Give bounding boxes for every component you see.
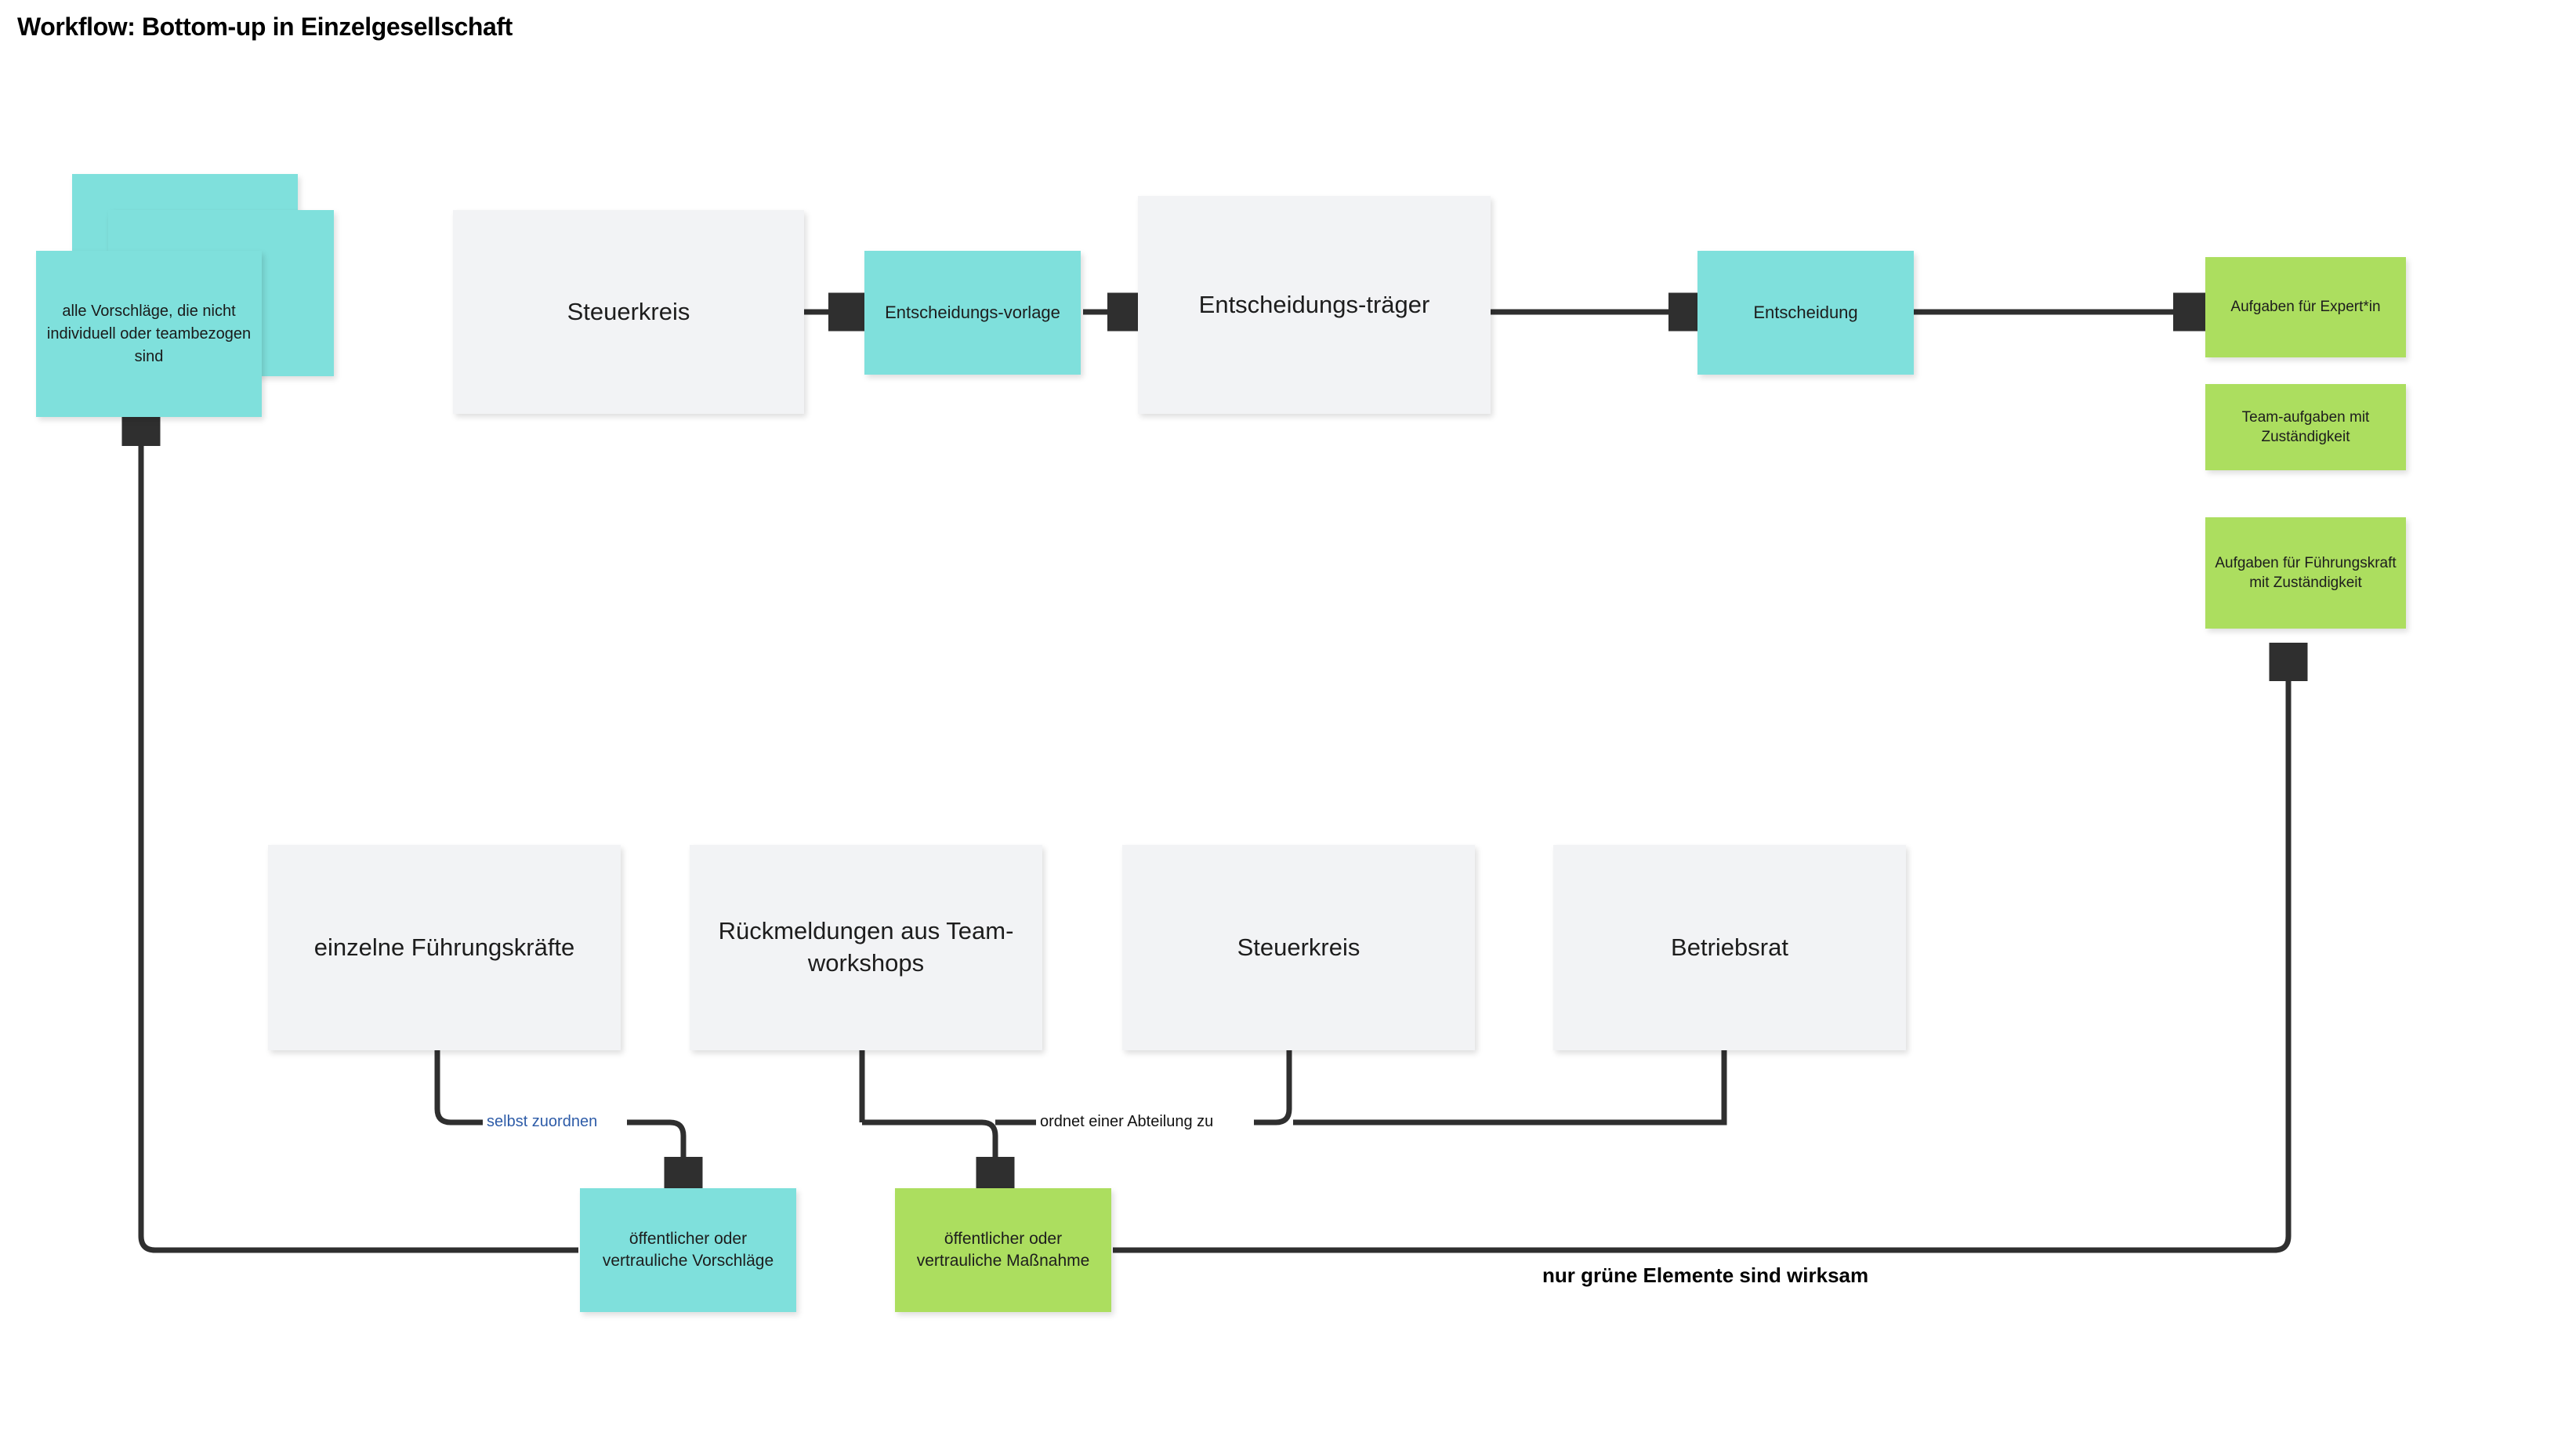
node-massnahme[interactable]: öffentlicher oder vertrauliche Maßnahme [895, 1188, 1111, 1312]
node-steuerkreis-bottom[interactable]: Steuerkreis [1122, 845, 1475, 1050]
node-entscheidungstraeger-label: Entscheidungs-träger [1198, 290, 1430, 318]
node-steuerkreis-bottom-label: Steuerkreis [1237, 933, 1360, 961]
node-entscheidung-label: Entscheidung [1753, 303, 1858, 323]
wire-bus-mid [862, 1119, 995, 1187]
node-einzelne-fuehrungskraefte-label: einzelne Führungskräfte [313, 933, 575, 961]
node-aufgaben-expertin[interactable]: Aufgaben für Expert*in [2205, 257, 2406, 357]
node-steuerkreis-top[interactable]: Steuerkreis [453, 210, 804, 414]
proposal-stack-card-front[interactable]: alle Vorschläge, die nicht individuell o… [36, 251, 262, 417]
node-rueckmeldungen-teamworkshops[interactable]: Rückmeldungen aus Team-workshops [690, 845, 1042, 1050]
node-betriebsrat-label: Betriebsrat [1671, 933, 1788, 961]
node-vorschlaege[interactable]: öffentlicher oder vertrauliche Vorschläg… [580, 1188, 796, 1312]
wire-bus-left-after-label [627, 1119, 683, 1187]
footnote-legend: nur grüne Elemente sind wirksam [1542, 1263, 1869, 1287]
edge-label-selbst-zuordnen: selbst zuordnen [483, 1114, 602, 1129]
page-title: Workflow: Bottom-up in Einzelgesellschaf… [17, 13, 513, 41]
node-rueckmeldungen-teamworkshops-label: Rückmeldungen aus Team-workshops [718, 917, 1014, 977]
edge-label-ordnet-einer-abteilung-zu: ordnet einer Abteilung zu [1036, 1114, 1218, 1129]
node-entscheidungsvorlage[interactable]: Entscheidungs-vorlage [864, 251, 1081, 375]
node-entscheidungsvorlage-label: Entscheidungs-vorlage [885, 303, 1060, 323]
node-massnahme-label: öffentlicher oder vertrauliche Maßnahme [916, 1230, 1090, 1270]
wire-einzelne-fuehrungskraefte-branch [434, 1050, 484, 1126]
node-teamaufgaben-label: Team-aufgaben mit Zuständigkeit [2241, 408, 2370, 445]
proposal-stack-label: alle Vorschläge, die nicht individuell o… [46, 302, 252, 365]
node-entscheidung[interactable]: Entscheidung [1697, 251, 1914, 375]
node-betriebsrat[interactable]: Betriebsrat [1553, 845, 1906, 1050]
node-aufgaben-fuehrungskraft[interactable]: Aufgaben für Führungskraft mit Zuständig… [2205, 517, 2406, 629]
wire-betriebsrat-branch [1293, 1050, 1727, 1126]
node-einzelne-fuehrungskraefte[interactable]: einzelne Führungskräfte [268, 845, 621, 1050]
wire-steuerkreis-bottom-branch [1254, 1050, 1292, 1126]
node-aufgaben-fuehrungskraft-label: Aufgaben für Führungskraft mit Zuständig… [2215, 554, 2397, 591]
node-aufgaben-expertin-label: Aufgaben für Expert*in [2230, 299, 2381, 316]
node-steuerkreis-top-label: Steuerkreis [567, 297, 690, 325]
node-vorschlaege-label: öffentlicher oder vertrauliche Vorschläg… [602, 1230, 774, 1270]
node-entscheidungstraeger[interactable]: Entscheidungs-träger [1138, 196, 1491, 414]
node-teamaufgaben[interactable]: Team-aufgaben mit Zuständigkeit [2205, 384, 2406, 470]
